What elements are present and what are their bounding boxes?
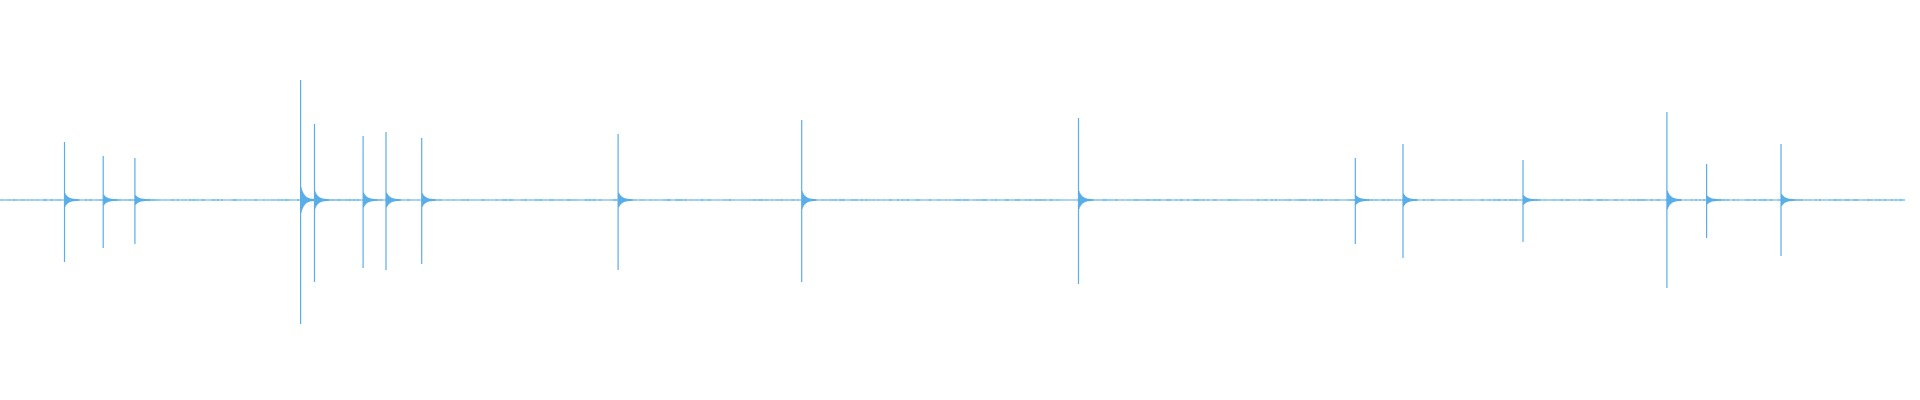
waveform-transient <box>1077 118 1094 284</box>
waveform-transient <box>362 136 378 268</box>
waveform-transient-tail <box>1667 191 1682 209</box>
waveform-transient-tail <box>422 193 437 207</box>
waveform-transient-tail <box>1078 191 1094 209</box>
waveform-transient-tail <box>802 191 817 209</box>
waveform-transient-tail <box>135 195 150 205</box>
waveform-transient <box>1522 160 1538 242</box>
waveform-transient-tail <box>1523 195 1538 205</box>
waveform-transient <box>385 132 401 270</box>
waveform-transient <box>63 142 80 262</box>
waveform-transient <box>1402 144 1418 258</box>
waveform-transient <box>1705 164 1722 238</box>
waveform-transients <box>63 80 1796 324</box>
waveform-transient-tail <box>64 193 80 207</box>
waveform-transient <box>1354 158 1371 244</box>
waveform-transient <box>300 80 316 324</box>
waveform-transient <box>102 156 119 248</box>
waveform-transient <box>1780 144 1796 256</box>
waveform-noise-floor <box>0 198 1905 202</box>
waveform-transient <box>313 124 330 282</box>
waveform-transient <box>421 138 437 264</box>
waveform-transient-tail <box>1355 195 1371 205</box>
waveform-transient-tail <box>363 192 378 208</box>
waveform-noise <box>0 198 1905 202</box>
waveform-transient-tail <box>1781 194 1796 206</box>
waveform-transient-tail <box>300 187 316 213</box>
waveform-transient-tail <box>386 192 401 208</box>
waveform-transient-tail <box>314 191 330 209</box>
waveform-transient-tail <box>1706 195 1722 205</box>
waveform-transient <box>801 120 817 282</box>
waveform-transient <box>617 134 633 270</box>
waveform-transient <box>1666 112 1682 288</box>
waveform-transient-tail <box>1403 193 1418 207</box>
waveform-transient-tail <box>103 194 119 206</box>
waveform-transient-tail <box>618 192 633 208</box>
waveform-transient <box>134 158 150 244</box>
